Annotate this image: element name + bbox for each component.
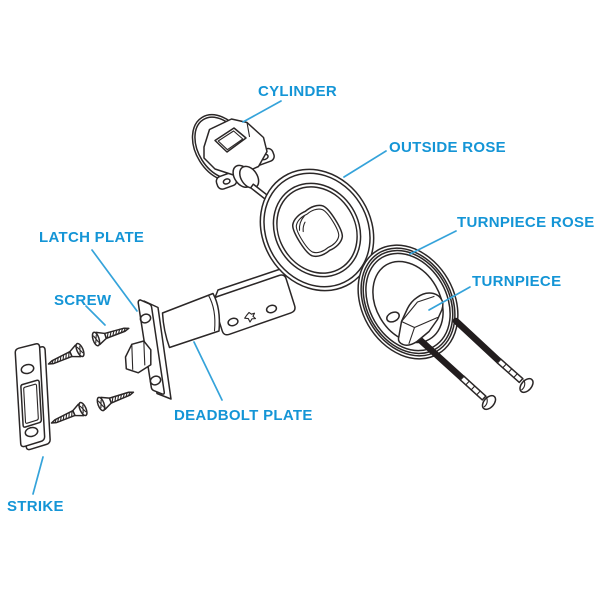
outside-rose-part <box>259 168 375 292</box>
leader-turnpiece-rose <box>409 230 457 255</box>
leader-lines <box>32 100 471 495</box>
leader-cylinder <box>242 100 282 123</box>
label-latch-plate: LATCH PLATE <box>39 229 145 246</box>
strike-plate-part <box>14 343 51 451</box>
label-turnpiece-rose: TURNPIECE ROSE <box>457 214 595 231</box>
cylinder-collar <box>232 164 260 189</box>
label-deadbolt-plate: DEADBOLT PLATE <box>174 407 313 424</box>
leader-screw <box>85 305 106 326</box>
rose-cam-opening <box>291 204 344 258</box>
mounting-bolt-lower <box>415 335 497 411</box>
leader-turnpiece <box>428 286 471 311</box>
deadbolt-body <box>161 292 221 349</box>
leader-deadbolt-plate <box>193 341 223 401</box>
screw-top-left <box>44 341 87 372</box>
cylinder-lug-bottom <box>215 172 238 190</box>
latch-plate <box>137 299 172 400</box>
deadbolt-assembly-part <box>124 267 296 400</box>
label-turnpiece: TURNPIECE <box>472 273 562 290</box>
cylinder-part <box>191 113 278 207</box>
leader-strike <box>32 456 44 495</box>
mounting-bolt-upper <box>452 317 534 394</box>
housing-star-mark <box>244 311 257 323</box>
label-cylinder: CYLINDER <box>258 83 338 100</box>
screw-bottom-right <box>95 384 137 413</box>
turnpiece-rose-hole <box>386 311 400 323</box>
deadbolt-housing <box>212 267 296 336</box>
screw-top-right <box>90 320 132 348</box>
label-outside-rose: OUTSIDE ROSE <box>389 139 506 156</box>
deadbolt-head <box>124 340 152 374</box>
screw-bottom-left <box>47 400 90 431</box>
label-screw: SCREW <box>54 292 112 309</box>
leader-latch-plate <box>91 249 138 312</box>
turnpiece-part <box>397 292 444 346</box>
label-strike: STRIKE <box>7 498 64 515</box>
leader-outside-rose <box>343 150 387 178</box>
